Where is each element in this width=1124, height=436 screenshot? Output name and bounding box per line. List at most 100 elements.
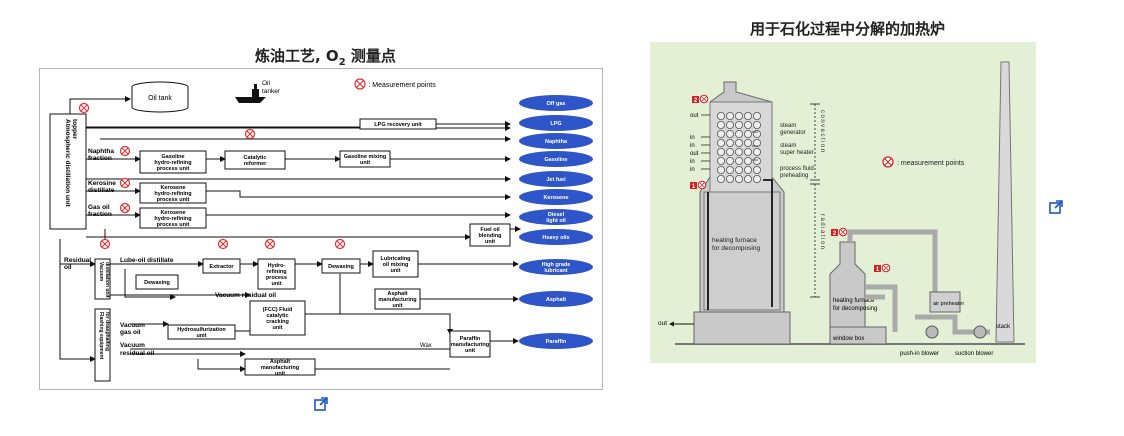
product-6 [519,209,593,225]
product-3 [519,151,593,167]
unit-label-lubricating-2: unit [390,268,400,274]
marker-badge-1 [874,265,881,272]
unit-label-asphalt_mfg-1: manufacturing [378,297,416,303]
unit-label-kerosene_hydro-1: hydro-refining [154,191,191,197]
unit-label-gasoline_mixing-0: Gasoline mixing [344,154,386,160]
coil-2b: super heater [780,150,814,156]
product-label-3: Gasoline [544,157,567,163]
flow-label-in: in [690,167,695,173]
window-box-label: window box [832,336,864,342]
unit-label-hydro_refining-2: process [266,275,287,281]
label-lube-oil: Lube-oil distillate [120,257,174,264]
unit-label-asphalt_mfg-2: unit [392,303,402,309]
flow-label-in: in [690,143,695,149]
marker-badge-2 [831,229,838,236]
product-label-0: Off gas [547,101,566,107]
furnace-legend-text: : measurement points [897,160,965,167]
unit-label-fuel_oil_blending-1: blending [479,233,502,239]
atmospheric-distillation-column [49,113,87,230]
external-link-icon-2[interactable] [1048,199,1064,215]
unit-box-flashing [94,308,111,382]
unit-label-dewaxing1-0: Dewaxing [328,264,354,270]
product-label-2: Naphtha [545,139,568,145]
unit-label-catalytic_reformer-1: reformer [244,161,267,167]
label-wax: Wax [420,343,432,349]
stack-label: stack [996,324,1011,330]
unit-label-paraffin_mfg-1: manufacturing [451,342,489,348]
small-furnace-label-2: for decomposing [833,306,877,312]
label-vacuum-gas-oil-1: Vacuum [120,322,145,329]
label-gas-oil-2: fraction [88,211,112,218]
marker-badge-2 [692,96,699,103]
unit-box-hydro_refining [257,258,296,290]
small-furnace-label-1: heating furnace [833,298,875,304]
unit-label-dewaxing2-0: Dewaxing [144,280,170,286]
flow-label-out: out [690,151,699,157]
unit-label-paraffin_mfg-2: unit [465,348,475,354]
product-label-8: High grade [542,262,571,268]
unit-box-dewaxing1 [321,258,361,274]
unit-box-fcc [249,300,306,336]
unit-label-asphalt_mfg2-1: manufacturing [261,365,299,371]
label-gas-oil-1: Gas oil [88,204,110,211]
out-label: out [658,320,667,327]
unit-label-fuel_oil_blending-0: Fuel oil [480,227,500,233]
column-label-2: topper [71,119,78,140]
label-vacuum-residual: Vacuum residual oil [215,292,276,299]
unit-box-asphalt_mfg [374,288,421,310]
coil-3b: preheating [780,173,808,179]
unit-label-gasoline_mixing-1: unit [360,160,370,166]
unit-label-fcc-0: (FCC) Fluid [263,307,293,313]
label-kerosine-2: distillate [88,187,115,194]
product-label-8: lubricant [544,268,567,274]
unit-box-fuel_oil_blending [469,223,511,247]
label-naphtha-fraction-2: fraction [88,155,112,162]
oil-tanker-label-1: Oil [262,80,271,87]
flow-label-in: in [690,159,695,165]
label-vacuum-residual-2b: residual oil [120,350,155,357]
furnace-diagram: convection radiation steam generator ste… [650,42,1036,363]
unit-box-lubricating [372,250,419,278]
oil-tanker-label-2: tanker [262,88,281,95]
unit-label-vacuum_distillation-0: Vacuum [98,262,104,282]
unit-label-lubricating-0: Lubricating [381,256,411,262]
unit-box-hydrosulfurization [167,324,236,340]
unit-label-kerosene_hydro2-1: hydro-refining [154,216,191,222]
unit-box-gasoline_mixing [339,150,391,168]
unit-label-fcc-1: catalytic [266,313,288,319]
label-vacuum-gas-oil-2: gas oil [120,329,141,336]
column-label-1: Atmospheric distillation unit [64,119,71,208]
push-in-blower-icon [925,325,939,339]
marker-number: 1 [692,184,696,190]
unit-label-flashing-1: for deasphalting [104,312,110,351]
unit-label-asphalt_mfg2-0: Asphalt [270,359,290,365]
product-10 [519,333,593,349]
unit-label-gasoline_hydro-1: hydro-refining [154,160,191,166]
unit-box-gasoline_hydro [139,150,207,174]
label-kerosine-1: Kerosine [88,180,116,187]
marker-badge-1 [690,182,697,189]
flow-label-out: out [690,113,699,119]
unit-label-fcc-2: cracking [266,319,289,325]
unit-box-paraffin_mfg [449,330,491,358]
coil-2a: steam [780,143,796,149]
marker-number: 2 [833,231,837,237]
unit-label-asphalt_mfg-0: Asphalt [387,291,407,297]
product-2 [519,133,593,149]
product-label-7: Heavy oils [542,235,569,241]
product-label-5: Kerosene [543,195,568,201]
product-9 [519,291,593,307]
unit-label-kerosene_hydro-2: process unit [157,197,190,203]
unit-box-lpg_recovery [359,118,437,130]
furnace-legend: : measurement points [882,156,965,168]
external-link-icon[interactable] [313,396,329,412]
suction-blower-label: suction blower [955,351,993,357]
product-0 [519,95,593,111]
unit-label-asphalt_mfg2-2: unit [275,371,285,377]
product-8 [519,259,593,275]
unit-label-gasoline_hydro-2: process unit [157,166,190,172]
unit-label-lpg_recovery-0: LPG recovery unit [374,122,422,128]
unit-label-gasoline_hydro-0: Gasoline [161,154,184,160]
coil-1a: steam [780,123,796,129]
